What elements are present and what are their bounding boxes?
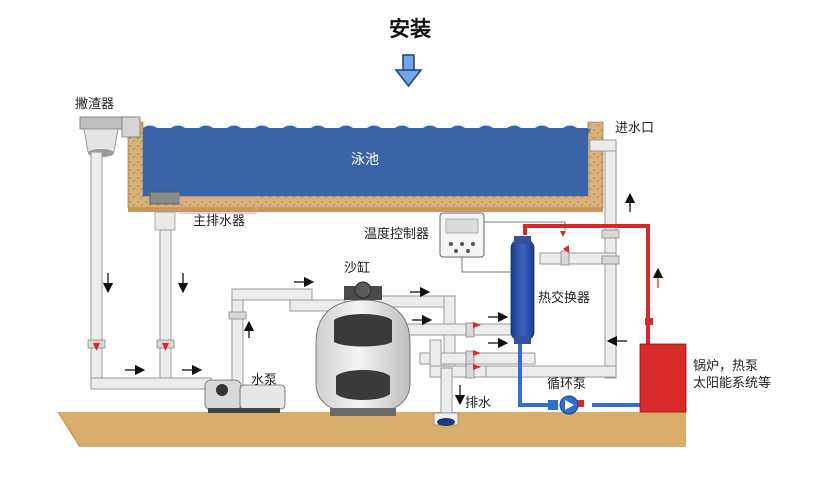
heater-label-line1: 锅炉，热泵 (693, 358, 758, 374)
ground (58, 412, 686, 447)
sand-filter (315, 281, 411, 416)
temperature-controller (439, 212, 566, 273)
down-arrow-icon (394, 54, 423, 88)
pool-label: 泳池 (351, 152, 379, 168)
main-drain-label: 主排水器 (193, 214, 245, 229)
heat-exchanger-label: 热交换器 (538, 290, 590, 306)
page-title: 安装 (389, 17, 431, 41)
flow-arrows (102, 192, 636, 406)
drain-outlet (433, 412, 459, 426)
water-pump-label: 水泵 (251, 373, 277, 388)
circulation-pump-label: 循环泵 (547, 377, 586, 392)
temp-controller-label: 温度控制器 (364, 226, 429, 242)
heater-label-line2: 太阳能系统等 (693, 375, 771, 391)
pool-water (143, 128, 588, 196)
heater-unit (639, 343, 687, 413)
inlet-label: 进水口 (615, 121, 654, 136)
pipe-network (90, 139, 617, 414)
hot-pipe (523, 224, 650, 345)
heat-exchanger (510, 236, 535, 344)
water-pump (204, 379, 286, 413)
circulation-pump (548, 395, 579, 415)
drain-label: 排水 (465, 396, 491, 411)
pool: 泳池 (127, 121, 604, 212)
skimmer-label: 撇渣器 (75, 97, 114, 112)
sand-filter-label: 沙缸 (344, 260, 370, 276)
cold-pipe (518, 340, 548, 407)
